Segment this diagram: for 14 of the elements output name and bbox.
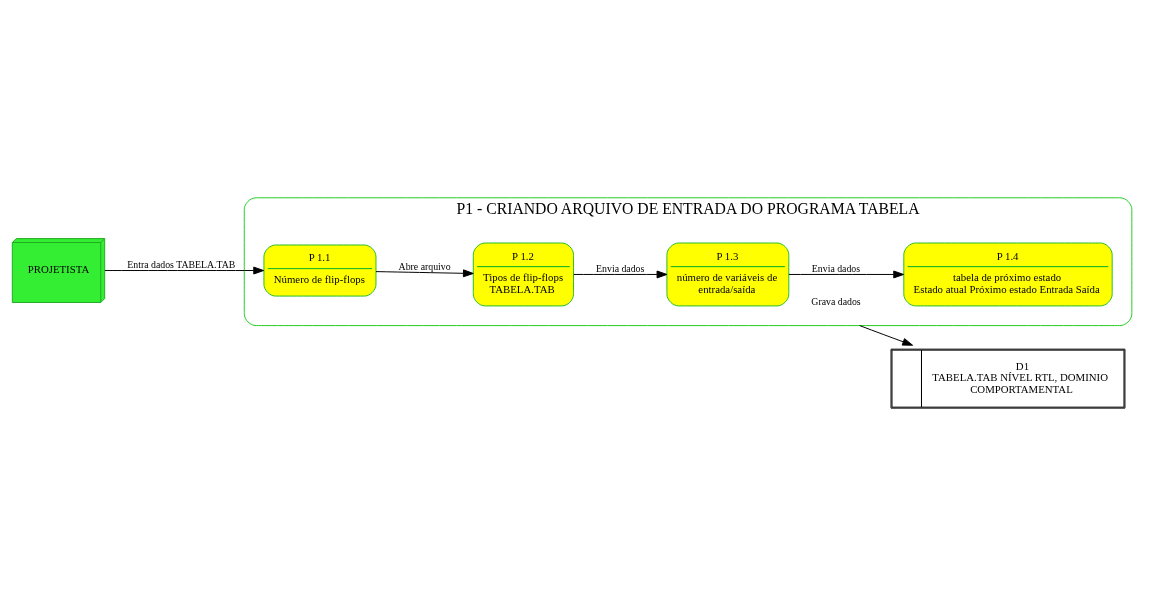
node-box: P 1.1 Número de flip-flops — [263, 244, 377, 297]
node-box: P 1.4 tabela de próximo estado Estado atual Próximo estado Entrada Saída — [903, 242, 1113, 307]
node-box: P 1.3 número de variáveis de entrada/saída — [666, 242, 790, 307]
edge-label: Grava dados — [811, 295, 861, 307]
edge-label: Envia dados — [596, 262, 645, 274]
edge-label: Abre arquivo — [398, 260, 451, 272]
arrow — [375, 269, 474, 278]
edge-label: Envia dados — [811, 262, 861, 274]
arrow — [104, 266, 265, 275]
arrow — [573, 270, 668, 279]
edge-label: Entra dados TABELA.TAB — [127, 258, 236, 270]
node-box: P 1.2 Tipos de flip-flops TABELA.TAB — [472, 242, 575, 307]
arrow — [859, 325, 914, 346]
arrow — [788, 270, 905, 279]
